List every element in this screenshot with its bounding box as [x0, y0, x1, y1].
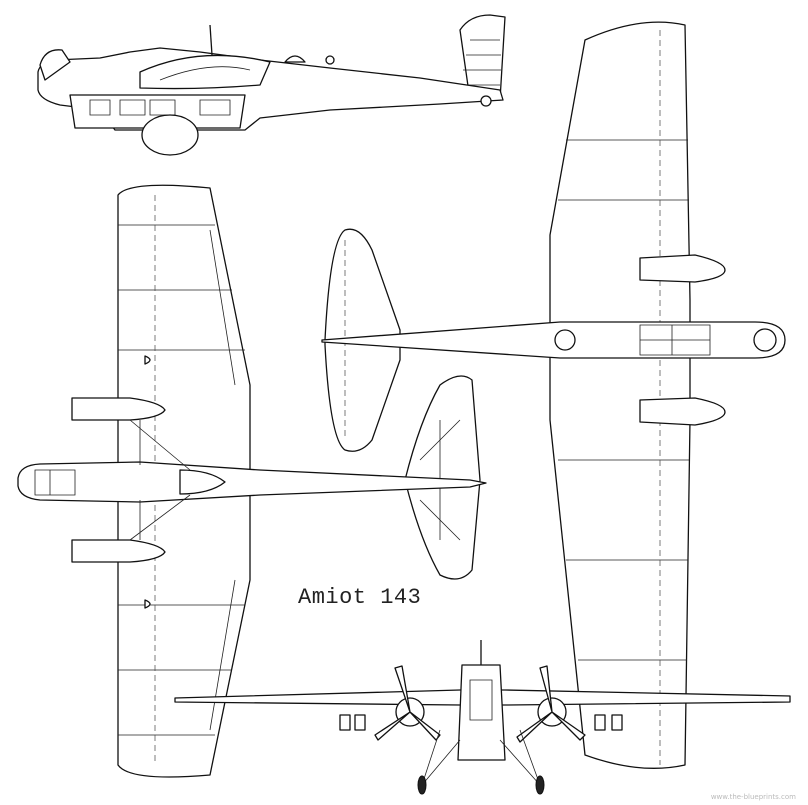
bottom-gondola-windows — [639, 324, 711, 356]
side-wheel-fairing — [141, 114, 199, 156]
side-wing-root — [139, 54, 271, 90]
front-wheel-right — [535, 775, 545, 795]
top-cockpit-canopy — [179, 469, 226, 495]
watermark: www.the-blueprints.com — [710, 793, 796, 801]
side-tail-fin — [459, 14, 506, 101]
top-aileron-lines — [209, 229, 236, 731]
side-dorsal-fairing — [284, 55, 306, 63]
top-engine-struts — [129, 419, 191, 541]
bottom-ventral-turret — [554, 329, 576, 351]
top-tailplane — [404, 375, 481, 580]
side-view — [37, 14, 506, 156]
front-underwing-racks — [339, 714, 623, 731]
side-wing-root-line — [159, 66, 251, 81]
bottom-nose-turret — [753, 328, 777, 352]
side-gondola — [69, 94, 246, 129]
aircraft-title: Amiot 143 — [298, 585, 422, 610]
bottom-wing-panel-lines — [558, 139, 689, 661]
front-propeller-left — [374, 665, 441, 741]
top-engine-left — [71, 397, 166, 421]
front-view — [174, 640, 791, 795]
top-nose-glazing — [34, 469, 76, 496]
bottom-fuselage — [321, 321, 786, 359]
bottom-view — [321, 21, 786, 769]
top-view — [17, 184, 487, 778]
front-propeller-right — [516, 665, 586, 743]
top-wing-panel-lines — [118, 224, 245, 736]
side-tail-wheel — [480, 95, 492, 107]
top-fuselage — [17, 461, 487, 503]
front-wheel-left — [417, 775, 427, 795]
side-gondola-windows — [89, 99, 231, 116]
bottom-engine-top — [639, 254, 726, 283]
side-antenna-mast — [209, 24, 213, 56]
top-wing-fittings — [144, 355, 151, 609]
front-landing-gear-struts — [421, 729, 541, 786]
front-fuselage — [457, 664, 506, 761]
side-nose-turret — [39, 49, 71, 81]
bottom-wing — [549, 21, 691, 769]
side-dorsal-turret — [325, 55, 335, 65]
top-engine-right — [71, 539, 166, 563]
bottom-engine-bottom — [639, 397, 726, 426]
front-cockpit-window — [469, 679, 493, 721]
side-tail-fin-panel-lines — [462, 39, 501, 86]
